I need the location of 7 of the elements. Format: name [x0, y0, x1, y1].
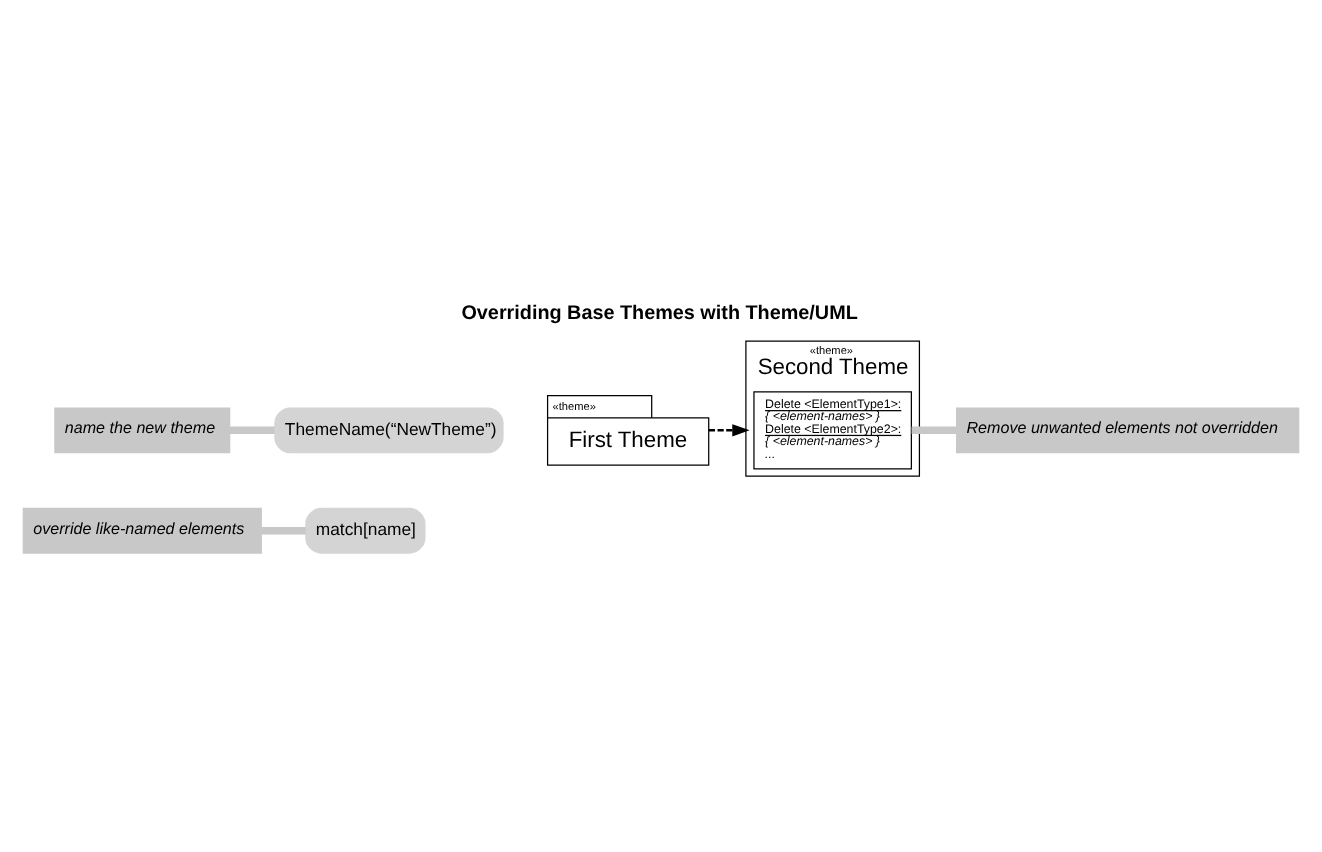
diagram-title: Overriding Base Themes with Theme/UML: [461, 302, 858, 325]
node-box: ThemeName(“NewTheme”): [274, 407, 504, 454]
connector: [229, 426, 275, 435]
connector: [911, 426, 957, 435]
node-box: match[name]: [305, 507, 426, 554]
connector: [261, 527, 306, 535]
arrow: [708, 424, 750, 437]
